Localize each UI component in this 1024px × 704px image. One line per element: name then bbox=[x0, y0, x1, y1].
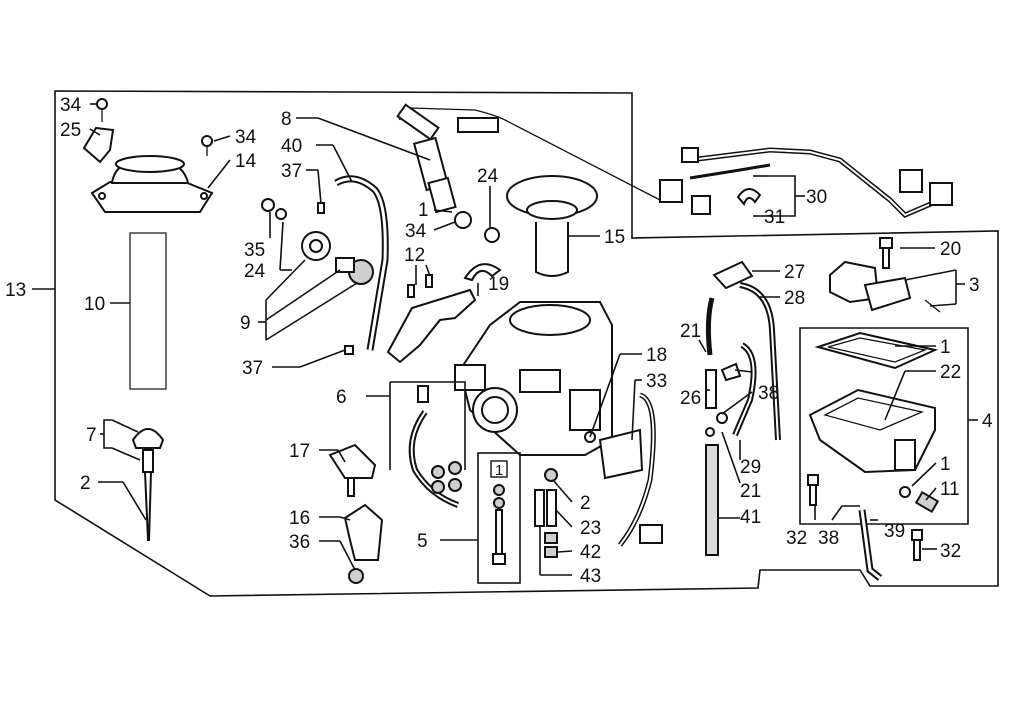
label-34: 34 bbox=[60, 95, 82, 116]
label-24: 24 bbox=[244, 261, 266, 282]
clamp-16 bbox=[343, 503, 384, 584]
label-9: 9 bbox=[240, 313, 251, 334]
label-30: 30 bbox=[806, 187, 827, 208]
hose-28 bbox=[705, 282, 781, 441]
screw-32b bbox=[911, 529, 923, 561]
label-2: 2 bbox=[80, 473, 91, 494]
label-2: 2 bbox=[580, 493, 591, 514]
label-38: 38 bbox=[758, 383, 779, 404]
diaphragm-15 bbox=[506, 175, 598, 277]
label-41: 41 bbox=[740, 507, 761, 528]
choke-solenoid-33 bbox=[598, 392, 663, 547]
label-17: 17 bbox=[289, 441, 310, 462]
assembly-boundary bbox=[54, 90, 999, 597]
label-23: 23 bbox=[580, 518, 601, 539]
label-14: 14 bbox=[235, 151, 257, 172]
top-cover bbox=[90, 155, 214, 213]
drain-screw-11 bbox=[899, 486, 940, 514]
label-1: 1 bbox=[940, 454, 951, 475]
float-bowl-22 bbox=[808, 388, 936, 474]
screw-32a bbox=[807, 474, 819, 506]
label-37: 37 bbox=[281, 161, 302, 182]
label-7: 7 bbox=[86, 425, 97, 446]
slide-spring bbox=[129, 232, 167, 390]
label-39: 39 bbox=[884, 521, 905, 542]
pump-assembly bbox=[261, 198, 374, 285]
label-25: 25 bbox=[60, 120, 81, 141]
label-4: 4 bbox=[982, 411, 993, 432]
label-34: 34 bbox=[235, 127, 257, 148]
kit-6-bracket bbox=[390, 381, 466, 470]
jets-23-42 bbox=[534, 468, 558, 558]
label-10: 10 bbox=[84, 294, 105, 315]
label-32: 32 bbox=[940, 541, 961, 562]
label-12: 12 bbox=[404, 245, 425, 266]
harness-30 bbox=[659, 147, 953, 218]
hose-clip bbox=[463, 263, 502, 282]
label-20: 20 bbox=[940, 239, 961, 260]
label-37: 37 bbox=[242, 358, 263, 379]
clip-27 bbox=[712, 260, 754, 290]
kit-5-box bbox=[477, 452, 521, 584]
label-3: 3 bbox=[969, 275, 980, 296]
label-8: 8 bbox=[281, 109, 292, 130]
part-labels: 34 25 34 14 13 10 7 2 8 40 37 35 24 9 37… bbox=[5, 95, 993, 587]
cover-bracket bbox=[82, 98, 115, 164]
label-36: 36 bbox=[289, 532, 310, 553]
float-3 bbox=[829, 260, 941, 313]
hose-39 bbox=[858, 509, 883, 581]
label-21: 21 bbox=[680, 321, 701, 342]
mount-bracket-19 bbox=[386, 288, 477, 364]
label-32: 32 bbox=[786, 528, 807, 549]
clamp-17 bbox=[328, 443, 377, 497]
fittings-26-38 bbox=[705, 362, 742, 437]
label-26: 26 bbox=[680, 388, 701, 409]
kit-6-parts bbox=[408, 385, 462, 508]
screw-20 bbox=[879, 237, 893, 269]
clip-31 bbox=[736, 188, 762, 206]
carburetor-body bbox=[454, 301, 613, 456]
label-28: 28 bbox=[784, 288, 805, 309]
label-35: 35 bbox=[244, 240, 265, 261]
label-29: 29 bbox=[740, 457, 761, 478]
hose-41 bbox=[705, 444, 719, 556]
label-34: 34 bbox=[405, 221, 427, 242]
label-27: 27 bbox=[784, 262, 805, 283]
needle-retainer bbox=[131, 428, 165, 473]
label-43: 43 bbox=[580, 566, 601, 587]
jet-needle bbox=[143, 471, 153, 541]
label-21: 21 bbox=[740, 481, 761, 502]
label-33: 33 bbox=[646, 371, 667, 392]
hose-29 bbox=[732, 342, 757, 437]
label-13: 13 bbox=[5, 280, 26, 301]
gasket-1 bbox=[814, 331, 939, 370]
label-22: 22 bbox=[940, 362, 961, 383]
throttle-sensor bbox=[412, 136, 500, 243]
label-11: 11 bbox=[940, 479, 960, 500]
leader-lines bbox=[32, 103, 978, 576]
cover-screw bbox=[201, 135, 213, 156]
clip-37 bbox=[317, 202, 354, 355]
label-40: 40 bbox=[281, 136, 302, 157]
hose-40 bbox=[334, 175, 389, 351]
label-1-box: 1 bbox=[495, 462, 503, 479]
label-24: 24 bbox=[477, 166, 499, 187]
group-4-box bbox=[799, 327, 969, 525]
wiring-8 bbox=[396, 103, 661, 201]
label-38: 38 bbox=[818, 528, 839, 549]
label-1: 1 bbox=[940, 337, 951, 358]
label-18: 18 bbox=[646, 345, 667, 366]
label-42: 42 bbox=[580, 542, 601, 563]
label-6: 6 bbox=[336, 387, 347, 408]
label-15: 15 bbox=[604, 227, 625, 248]
label-5: 5 bbox=[417, 531, 428, 552]
label-19: 19 bbox=[488, 274, 509, 295]
label-16: 16 bbox=[289, 508, 310, 529]
label-31: 31 bbox=[764, 207, 785, 228]
label-1: 1 bbox=[418, 200, 429, 221]
screw-12 bbox=[407, 274, 433, 298]
